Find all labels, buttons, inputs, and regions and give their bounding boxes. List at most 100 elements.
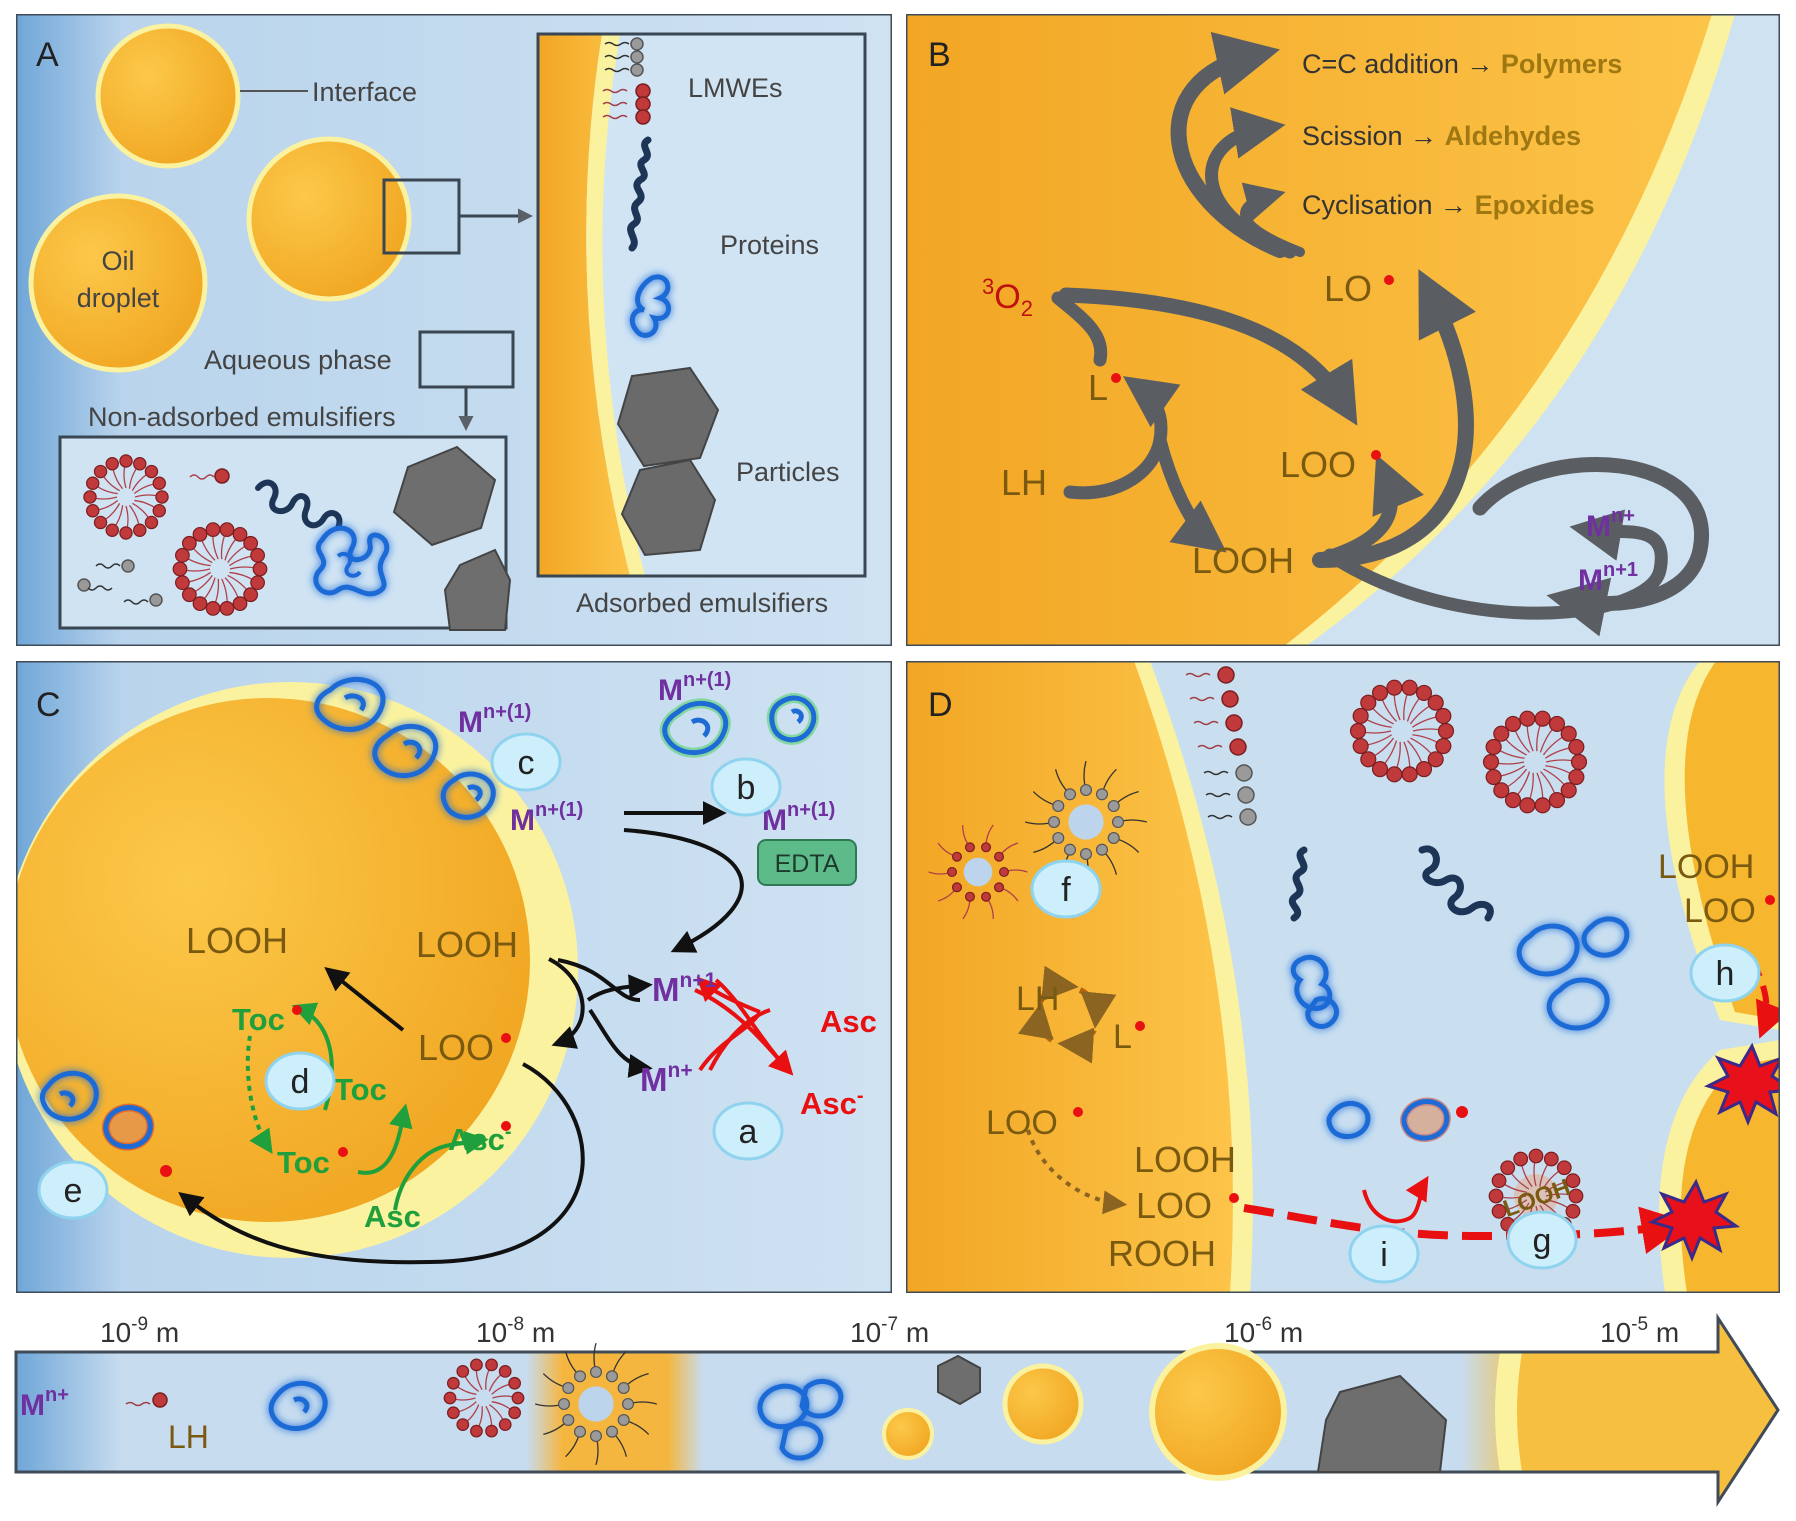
particle bbox=[392, 445, 497, 547]
metal-ion-c1: Mn+(1) bbox=[458, 701, 531, 739]
scale-droplet-large bbox=[1149, 1343, 1287, 1481]
mechanism-tag-f: f bbox=[1030, 859, 1102, 919]
adsorbed-protein-cluster bbox=[314, 677, 496, 820]
ascorbate-arrow bbox=[696, 976, 761, 1014]
lmwes-label: LMWEs bbox=[688, 73, 783, 103]
oil-droplet bbox=[246, 136, 412, 302]
lmwe-layer bbox=[602, 37, 651, 125]
loo-right: LOO bbox=[1684, 892, 1756, 930]
interface-label: Interface bbox=[312, 77, 417, 107]
micelle bbox=[1482, 710, 1588, 814]
panel-a: A Interface Oil droplet Aqueous phase No… bbox=[16, 14, 892, 646]
ascorbate-arrow bbox=[698, 1010, 762, 1072]
scale-droplet-medium bbox=[1002, 1363, 1084, 1445]
metal-ion-reduced: Mn+ bbox=[1586, 505, 1635, 543]
metal-ion-b1: Mn+(1) bbox=[658, 669, 731, 707]
mechanism-tags-d: f g h i bbox=[1030, 859, 1761, 1284]
metal-ion-oxidised: Mn+1 bbox=[652, 969, 717, 1008]
scale-tick-label: 10-6 m bbox=[1224, 1314, 1303, 1348]
lipid-lh: LH bbox=[1016, 980, 1059, 1018]
scale-tick-label: 10-7 m bbox=[850, 1314, 929, 1348]
radical-dot bbox=[1073, 1107, 1083, 1117]
ascorbate-green: Asc bbox=[364, 1199, 421, 1234]
metal-ion-oxidised: Mn+1 bbox=[1578, 559, 1638, 597]
mechanism-tag-label: b bbox=[737, 769, 756, 807]
scale-particle-micelle bbox=[535, 1343, 657, 1465]
scale-tick-label: 10-9 m bbox=[100, 1314, 179, 1348]
radical-dot bbox=[501, 1033, 511, 1043]
oxidised-protein-e bbox=[39, 1070, 172, 1177]
non-adsorbed-label: Non-adsorbed emulsifiers bbox=[88, 402, 396, 432]
mechanism-tag-label: h bbox=[1716, 955, 1735, 993]
panel-letter: A bbox=[36, 36, 59, 74]
free-unfolded-protein bbox=[1418, 845, 1494, 922]
peroxyl-radical-cycle: LOO bbox=[986, 1104, 1058, 1142]
scale-protein bbox=[268, 1380, 328, 1431]
mechanism-tag-label: d bbox=[291, 1063, 310, 1101]
radical-transfer-arrow bbox=[1243, 1204, 1690, 1254]
hydroperoxide-looh: LOOH bbox=[1192, 540, 1294, 581]
adsorbed-particle bbox=[620, 458, 717, 557]
addition-label: C=C addition → Polymers bbox=[1302, 49, 1622, 79]
adsorbed-box-border bbox=[536, 32, 867, 578]
adsorbed-unfolded-protein bbox=[1288, 846, 1308, 922]
radical-dot bbox=[1111, 373, 1121, 383]
radical-dot bbox=[1229, 1193, 1239, 1203]
lipid-lh: LH bbox=[1001, 462, 1047, 503]
adsorbed-globular-protein bbox=[629, 274, 671, 338]
oil-droplet-label-line2: droplet bbox=[77, 283, 160, 313]
oxidation-burst bbox=[1647, 1178, 1741, 1263]
radical-dot bbox=[501, 1121, 511, 1131]
tocopheroxyl-radical-2: Toc bbox=[277, 1145, 330, 1180]
oil-droplet-label-line1: Oil bbox=[102, 246, 135, 276]
oxidised-protein-outline bbox=[1401, 1098, 1450, 1141]
mechanism-tag-c: c bbox=[490, 732, 562, 792]
oil-droplet bbox=[95, 23, 241, 169]
scale-particle-large bbox=[1316, 1374, 1448, 1473]
radical-dot bbox=[1765, 895, 1775, 905]
metal-ion-reduced: Mn+ bbox=[640, 1059, 693, 1098]
mechanism-tag-e: e bbox=[37, 1160, 109, 1220]
scale-arrow-outline bbox=[14, 1312, 1780, 1508]
adsorbed-lmwe-layer bbox=[1185, 666, 1257, 826]
scission-label: Scission → Aldehydes bbox=[1302, 121, 1581, 151]
looh-right: LOOH bbox=[1658, 848, 1754, 886]
proteins-label: Proteins bbox=[720, 230, 819, 260]
reaction-arrows-black bbox=[178, 801, 744, 1265]
panel-c: EDTA bbox=[16, 661, 892, 1293]
tocopherol: Toc bbox=[334, 1072, 387, 1107]
scale-micelle bbox=[443, 1358, 525, 1438]
adsorbed-particle bbox=[616, 366, 720, 468]
panel-b: B C=C addition → Polymers Scission → Ald… bbox=[906, 14, 1780, 646]
mechanism-tag-label: a bbox=[739, 1113, 758, 1151]
metal-ion-b2: Mn+(1) bbox=[762, 799, 835, 837]
radical-dot bbox=[338, 1147, 348, 1157]
micelle bbox=[83, 454, 169, 540]
oil-droplet bbox=[28, 193, 208, 373]
oxidation-burst bbox=[1703, 1042, 1780, 1127]
aqueous-phase-label: Aqueous phase bbox=[204, 345, 392, 375]
mechanism-tag-d: d bbox=[264, 1051, 336, 1111]
reverse-micelle bbox=[928, 824, 1028, 920]
mechanism-tag-label: i bbox=[1380, 1236, 1388, 1274]
adsorbed-unfolded-protein bbox=[627, 136, 652, 252]
micelle bbox=[1349, 679, 1455, 783]
protein-aggregate bbox=[313, 525, 390, 597]
edta-chelator bbox=[757, 839, 857, 886]
particle bbox=[443, 548, 512, 631]
chelated-protein bbox=[659, 693, 819, 758]
triplet-oxygen: 3O2 bbox=[982, 274, 1033, 321]
migration-arrow bbox=[1026, 1129, 1128, 1215]
edta-label: EDTA bbox=[775, 850, 840, 878]
panel-d: LOOH D LH L LOO LOOH LOO ROOH LOOH LOO f… bbox=[906, 661, 1780, 1293]
scale-droplet-small bbox=[882, 1408, 934, 1460]
ascorbate-anion: Asc- bbox=[800, 1085, 864, 1121]
mechanism-tag-g: g bbox=[1506, 1210, 1578, 1270]
scale-tick-label: 10-8 m bbox=[476, 1314, 555, 1348]
scale-lh: LH bbox=[168, 1419, 209, 1455]
oil-droplet-large bbox=[16, 698, 530, 1222]
protein-scavenging-arrow bbox=[1362, 1175, 1429, 1224]
unfolded-protein bbox=[255, 479, 343, 531]
